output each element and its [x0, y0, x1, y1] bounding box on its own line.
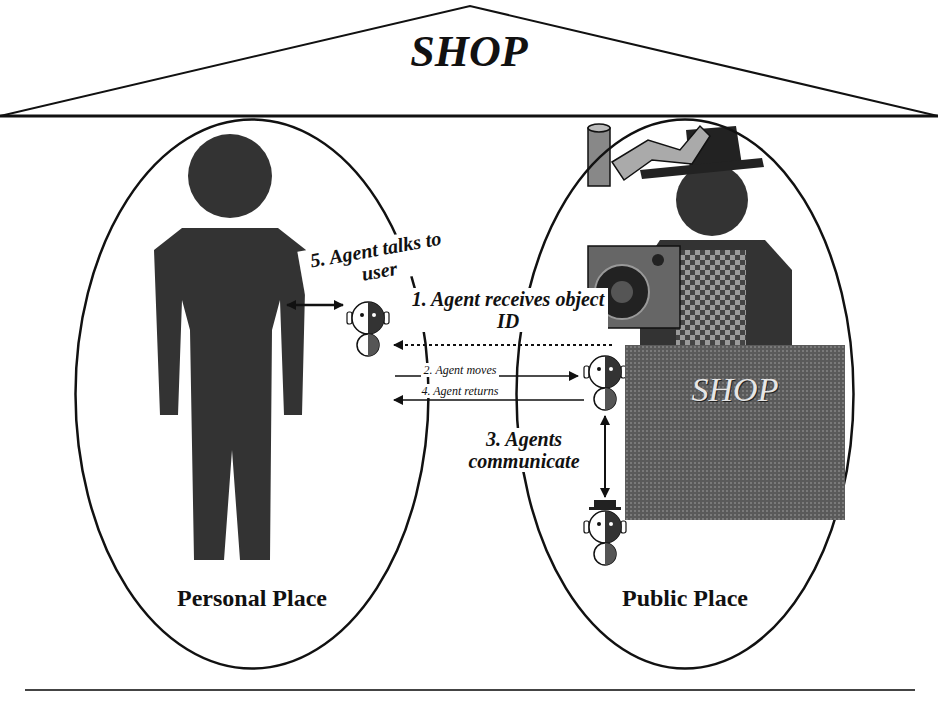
- step-label: 2. Agent moves: [421, 363, 500, 377]
- speaker-center: [611, 281, 633, 303]
- step-label: 1. Agent receives object ID: [408, 288, 608, 332]
- communicate-arrow: [604, 416, 606, 497]
- shop-agent-hat-brim: [589, 507, 621, 510]
- shop-agent: [584, 511, 626, 565]
- moving-agent: [584, 356, 626, 410]
- page-title: SHOP: [410, 27, 527, 76]
- roof: [0, 6, 938, 116]
- place-ellipse: Personal Place: [74, 118, 430, 670]
- node-label: SHOP: [692, 371, 779, 409]
- floor-line: [25, 689, 915, 691]
- title-slot: SHOP: [0, 26, 938, 77]
- shopkeeper-head: [676, 164, 748, 236]
- step-label: 3. Agents communicate: [455, 428, 593, 472]
- roof-base: [0, 115, 938, 118]
- return-arrow: [394, 399, 584, 401]
- user-agent: [347, 302, 389, 356]
- person-head: [188, 134, 272, 218]
- speaker-tweeter: [652, 254, 664, 266]
- step-label: 5. Agent talks to user: [297, 225, 457, 295]
- talk-arrow: [287, 304, 343, 307]
- place-ellipse: Public Place SHOP: [515, 118, 855, 670]
- node-label: Personal Place: [177, 585, 327, 612]
- shopkeeper-apron: [676, 250, 746, 345]
- ellipse-outline: [76, 120, 429, 669]
- goods-clothes: [612, 126, 710, 180]
- ellipse-outline: [517, 120, 854, 669]
- step-label: 4. Agent returns: [419, 384, 502, 398]
- node-label: Public Place: [622, 585, 748, 612]
- shop-counter: SHOP: [625, 345, 845, 520]
- person-body: [154, 228, 306, 560]
- goods-can-top: [588, 124, 610, 132]
